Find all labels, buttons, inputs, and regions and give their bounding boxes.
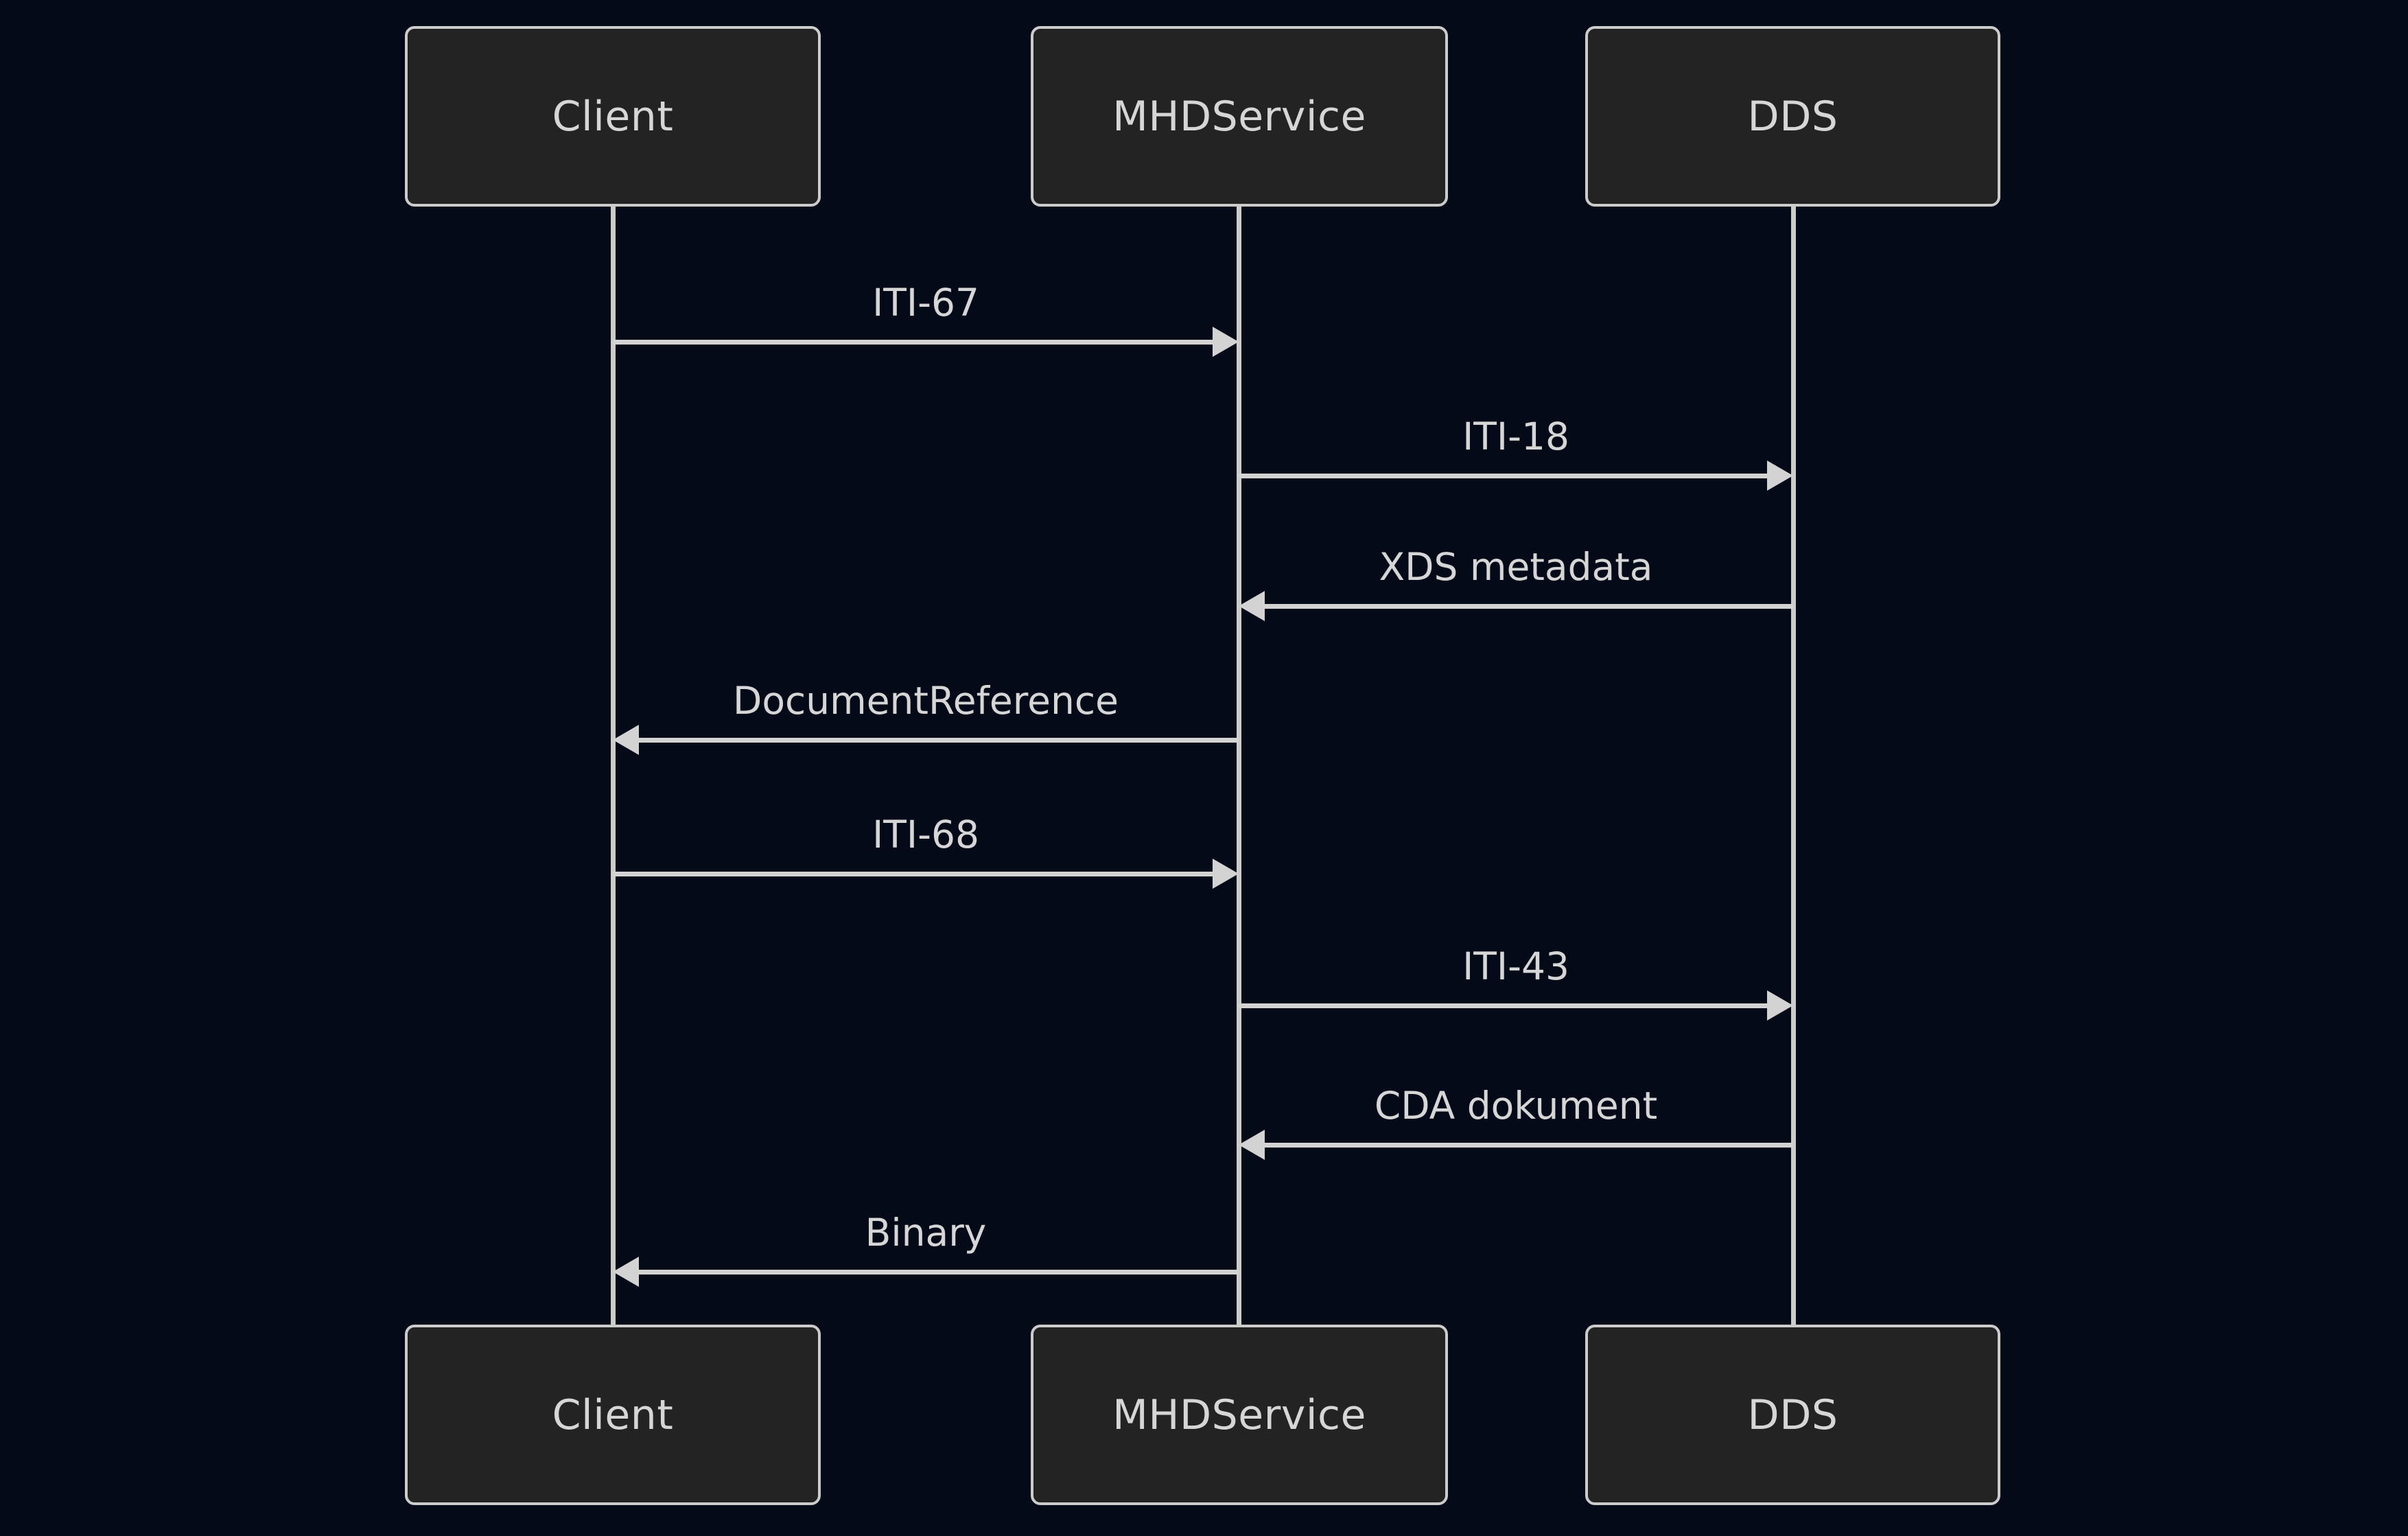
arrowhead-right-6 (1767, 990, 1793, 1021)
arrowhead-right-1 (1213, 327, 1239, 357)
message-label-1: ITI-67 (872, 281, 979, 325)
arrowhead-left-3 (1239, 591, 1265, 621)
arrowhead-right-2 (1767, 461, 1793, 491)
message-line-6 (1239, 1003, 1768, 1008)
participant-box-client-bottom: Client (405, 1325, 821, 1505)
participant-label-client-bottom: Client (552, 1390, 674, 1439)
message-line-2 (1239, 474, 1768, 478)
message-line-8 (638, 1270, 1239, 1275)
participant-box-client-top: Client (405, 26, 821, 207)
message-line-4 (638, 738, 1239, 743)
lifeline-client (611, 207, 616, 1325)
participant-box-dds-top: DDS (1585, 26, 2000, 207)
participant-box-dds-bottom: DDS (1585, 1325, 2000, 1505)
message-label-7: CDA dokument (1374, 1084, 1658, 1128)
arrowhead-left-4 (613, 725, 639, 755)
message-label-8: Binary (865, 1211, 987, 1255)
lifeline-mhdservice (1237, 207, 1241, 1325)
message-label-4: DocumentReference (733, 679, 1119, 723)
message-label-2: ITI-18 (1462, 415, 1569, 458)
message-line-5 (613, 872, 1214, 876)
participant-box-mhdservice-bottom: MHDService (1031, 1325, 1448, 1505)
message-label-5: ITI-68 (872, 813, 979, 857)
participant-box-mhdservice-top: MHDService (1031, 26, 1448, 207)
arrowhead-right-5 (1213, 859, 1239, 889)
lifeline-dds (1791, 207, 1796, 1325)
arrowhead-left-8 (613, 1257, 639, 1287)
message-line-1 (613, 340, 1214, 345)
message-line-7 (1263, 1143, 1793, 1148)
participant-label-mhdservice-bottom: MHDService (1112, 1390, 1366, 1439)
participant-label-dds-top: DDS (1747, 92, 1838, 141)
participant-label-client-top: Client (552, 92, 674, 141)
message-label-6: ITI-43 (1462, 944, 1569, 988)
participant-label-dds-bottom: DDS (1747, 1390, 1838, 1439)
arrowhead-left-7 (1239, 1130, 1265, 1160)
participant-label-mhdservice-top: MHDService (1112, 92, 1366, 141)
message-line-3 (1263, 604, 1793, 609)
message-label-3: XDS metadata (1379, 545, 1653, 589)
